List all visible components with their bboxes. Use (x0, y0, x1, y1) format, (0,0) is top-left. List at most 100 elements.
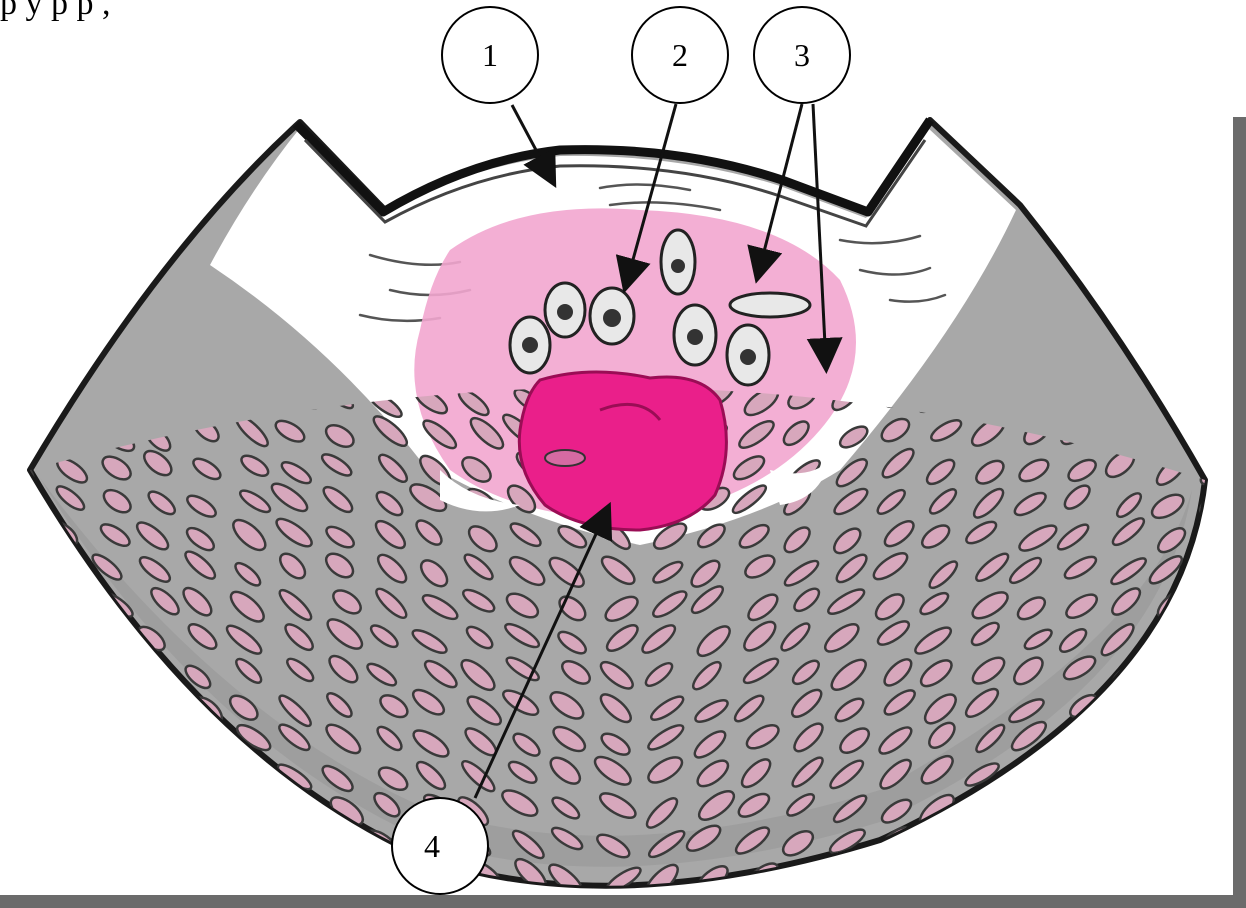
muscle-cell (93, 754, 131, 785)
muscle-cell (917, 824, 959, 863)
muscle-cell (1197, 347, 1230, 378)
muscle-cell (137, 216, 172, 248)
callout-1: 1 (442, 7, 538, 103)
muscle-cell (190, 786, 228, 824)
muscle-cell (7, 758, 44, 795)
muscle-cell (91, 659, 126, 694)
muscle-cell (278, 827, 317, 865)
muscle-cell (47, 249, 84, 285)
muscle-cell (53, 582, 89, 616)
callout-3-label: 3 (794, 37, 810, 73)
muscle-cell (1106, 286, 1140, 317)
muscle-cell (1110, 793, 1143, 820)
frame-shadow-right (1233, 117, 1246, 908)
muscle-cell (1193, 380, 1231, 416)
muscle-cell (46, 820, 82, 854)
muscle-cell (135, 797, 170, 828)
muscle-cell (1, 557, 38, 589)
muscle-cell (1055, 793, 1089, 824)
muscle-cell (93, 692, 128, 721)
muscle-cell (323, 830, 356, 859)
muscle-cell (1150, 759, 1184, 792)
muscle-cell (139, 724, 177, 755)
muscle-cell (182, 826, 222, 865)
muscle-cell (1060, 724, 1101, 759)
muscle-cell (50, 861, 86, 893)
muscle-cell (3, 854, 42, 891)
callout-4: 4 (392, 798, 488, 894)
muscle-cell (1099, 724, 1137, 754)
muscle-cell (0, 455, 37, 488)
muscle-cell (183, 727, 221, 762)
muscle-cell (101, 862, 137, 895)
muscle-cell (1149, 349, 1186, 384)
muscle-cell (96, 620, 132, 651)
muscle-cell (1194, 554, 1233, 592)
muscle-cell (1106, 210, 1142, 240)
callout-2-label: 2 (672, 37, 688, 73)
muscle-cell (1196, 819, 1239, 856)
muscle-cell (0, 829, 34, 863)
muscle-cell (276, 865, 311, 894)
muscle-cell (97, 245, 131, 278)
hemorrhage-focus (519, 372, 726, 530)
muscle-cell (48, 651, 88, 685)
muscle-cell (145, 825, 181, 857)
muscle-cell (41, 752, 80, 789)
muscle-cell (96, 283, 129, 315)
muscle-cell (830, 861, 867, 897)
muscle-cell (184, 761, 222, 793)
muscle-cell (1100, 755, 1140, 794)
callout-2: 2 (632, 7, 728, 103)
muscle-cell (0, 347, 38, 378)
muscle-cell (1007, 823, 1048, 859)
muscle-cell (1194, 313, 1228, 343)
muscle-cell (42, 795, 79, 827)
muscle-cell (51, 723, 88, 753)
muscle-cell (44, 692, 78, 720)
muscle-cell (231, 790, 266, 824)
muscle-cell (1007, 855, 1046, 892)
muscle-cell (320, 858, 359, 895)
muscle-cell (1106, 693, 1142, 728)
muscle-cell (3, 216, 36, 245)
callout-1-label: 1 (482, 37, 498, 73)
muscle-cell (1195, 720, 1232, 756)
muscle-cell (1104, 859, 1145, 893)
muscle-cell (227, 859, 266, 897)
muscle-cell (0, 422, 33, 451)
muscle-cell (1154, 687, 1191, 722)
muscle-cell (9, 654, 43, 687)
muscle-cell (1145, 821, 1186, 857)
muscle-cell (1099, 823, 1140, 857)
muscle-cell (3, 591, 36, 618)
muscle-cell (42, 345, 80, 379)
muscle-cell (869, 858, 905, 890)
muscle-cell (97, 723, 138, 759)
muscle-cell (1148, 648, 1189, 687)
muscle-cell (45, 208, 87, 245)
muscle-cell (0, 792, 41, 827)
muscle-cell (50, 286, 89, 319)
muscle-cell (1145, 248, 1186, 283)
callout-4-label: 4 (424, 828, 440, 864)
muscle-cell (40, 317, 78, 348)
muscle-cell (1, 517, 34, 547)
muscle-cell (99, 793, 133, 824)
muscle-cell (1202, 864, 1236, 894)
muscle-cell (1144, 788, 1185, 819)
muscle-cell (49, 618, 83, 650)
muscle-cell (189, 862, 224, 894)
muscle-cell (1198, 757, 1239, 793)
muscle-cell (0, 248, 32, 280)
muscle-cell (2, 386, 43, 420)
muscle-cell (0, 488, 32, 519)
muscle-cell (5, 692, 44, 728)
callout-3: 3 (754, 7, 850, 103)
frame-shadow-bottom (0, 895, 1246, 908)
muscle-cell (965, 819, 1006, 858)
muscle-cell (1112, 252, 1148, 282)
muscle-cell (1147, 283, 1185, 318)
muscle-cell (137, 757, 173, 791)
